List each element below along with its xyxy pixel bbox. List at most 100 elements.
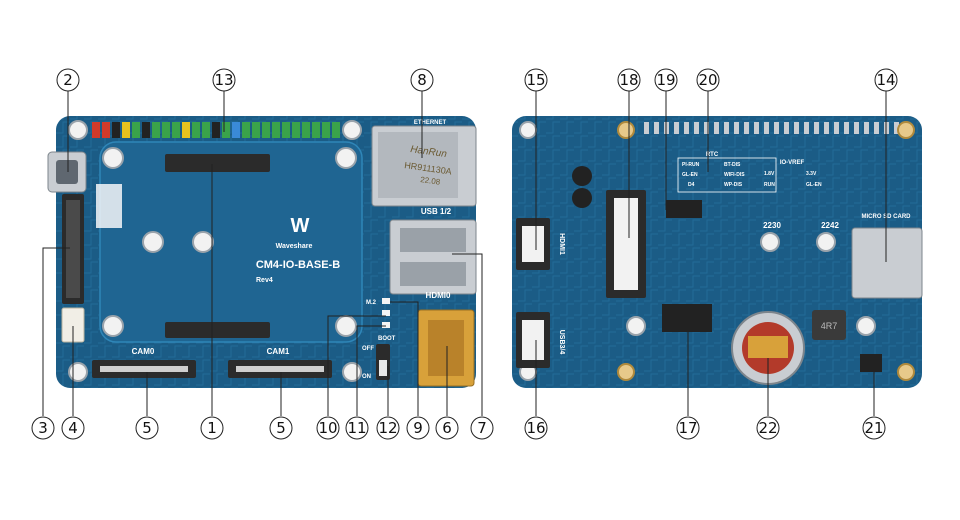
usb12-label: USB 1/2: [421, 207, 452, 216]
callout-11: 11: [345, 416, 369, 440]
gpio-pin: [102, 122, 110, 138]
callout-12: 12: [376, 416, 400, 440]
callout-6: 6: [435, 416, 459, 440]
gpio-pin: [122, 122, 130, 138]
gpio-pin: [172, 122, 180, 138]
callout-leaders: [42, 91, 887, 416]
back-header-pin: [654, 122, 659, 134]
gpio-pin: [302, 122, 310, 138]
inductor-label: 4R7: [821, 321, 838, 331]
jack-code: 22.08: [420, 175, 442, 187]
callout-3: 3: [31, 416, 55, 440]
back-header-pin: [814, 122, 819, 134]
m2-led-label: M.2: [366, 300, 377, 306]
board-revision: Rev4: [256, 277, 273, 284]
back-header-pin: [764, 122, 769, 134]
svg-text:17: 17: [678, 419, 697, 437]
callout-1: 1: [200, 416, 224, 440]
back-header-pin: [854, 122, 859, 134]
svg-text:3: 3: [38, 419, 48, 437]
callout-13: 13: [212, 68, 236, 92]
gpio-pin: [242, 122, 250, 138]
back-header-pin: [704, 122, 709, 134]
cam1-label: CAM1: [267, 347, 290, 356]
cm4-connector-top: [165, 154, 270, 172]
gpio-pin: [192, 122, 200, 138]
svg-text:7: 7: [477, 419, 487, 437]
gpio-pin: [202, 122, 210, 138]
svg-text:5: 5: [142, 419, 152, 437]
cm4-connector-bottom: [165, 322, 270, 338]
svg-text:16: 16: [526, 419, 545, 437]
callout-7: 7: [470, 416, 494, 440]
svg-text:12: 12: [378, 419, 397, 437]
front-board: W Waveshare CM4-IO-BASE-B Rev4 CAM0 CAM1…: [47, 116, 477, 388]
callout-5b: 5: [269, 416, 293, 440]
callout-8: 8: [410, 68, 434, 92]
on-label: ON: [362, 374, 371, 380]
gpio-pin: [92, 122, 100, 138]
callout-5a: 5: [135, 416, 159, 440]
back-header-pin: [644, 122, 649, 134]
gpio-pin: [162, 122, 170, 138]
hdmi1-label: HDMI1: [558, 233, 565, 255]
gpio-pin: [272, 122, 280, 138]
microsd-slot: [851, 227, 923, 299]
callout-15: 15: [524, 68, 548, 92]
svg-text:4: 4: [68, 419, 78, 437]
usb-hub-chip: [662, 304, 712, 332]
back-header-pin: [674, 122, 679, 134]
svg-text:20: 20: [698, 71, 717, 89]
back-header-pin: [724, 122, 729, 134]
callout-2: 2: [56, 68, 80, 92]
back-header-pin: [774, 122, 779, 134]
svg-text:18: 18: [619, 71, 638, 89]
d4-label: D4: [688, 182, 695, 188]
m2-2242-label: 2242: [821, 221, 839, 230]
callout-9: 9: [406, 416, 430, 440]
back-mounting-holes: [617, 121, 915, 381]
callout-10: 10: [316, 416, 340, 440]
callout-16: 16: [524, 416, 548, 440]
gpio-pin: [282, 122, 290, 138]
usb34-label: USB3/4: [558, 330, 565, 355]
svg-text:9: 9: [413, 419, 423, 437]
back-header-pin: [744, 122, 749, 134]
wp-dis-label: WP-DIS: [724, 182, 743, 188]
gl-en2-label: GL-EN: [806, 182, 822, 188]
svg-text:14: 14: [876, 71, 895, 89]
back-header-pin: [784, 122, 789, 134]
m2-2230-label: 2230: [763, 221, 781, 230]
callout-19: 19: [654, 68, 678, 92]
io-vref-label: IO-VREF: [780, 160, 805, 166]
callout-4: 4: [61, 416, 85, 440]
callouts: 2 13 8 15 18 19 20 14 3 4 5 1 5 10 11 12…: [31, 68, 898, 440]
back-header-pin: [694, 122, 699, 134]
gl-en-label: GL-EN: [682, 172, 698, 178]
pi-run-label: PI-RUN: [682, 162, 700, 168]
back-header-pin: [834, 122, 839, 134]
svg-text:19: 19: [656, 71, 675, 89]
run-label: RUN: [764, 182, 775, 188]
back-header-pin: [824, 122, 829, 134]
rtc-label: RTC: [706, 152, 719, 158]
back-header-pin: [804, 122, 809, 134]
callout-22: 22: [756, 416, 780, 440]
svg-text:8: 8: [417, 71, 427, 89]
callout-21: 21: [862, 416, 886, 440]
boot-label: BOOT: [378, 336, 396, 342]
gpio-pin: [292, 122, 300, 138]
back-header-pin: [844, 122, 849, 134]
gpio-pin: [142, 122, 150, 138]
cam0-label: CAM0: [132, 347, 155, 356]
board-title: CM4-IO-BASE-B: [256, 259, 340, 271]
back-header-pin: [864, 122, 869, 134]
gpio-pin: [252, 122, 260, 138]
gpio-pin: [132, 122, 140, 138]
back-header-pin: [894, 122, 899, 134]
gpio-pin: [182, 122, 190, 138]
svg-text:13: 13: [214, 71, 233, 89]
svg-text:1: 1: [207, 419, 217, 437]
ethernet-label: ETHERNET: [414, 120, 447, 126]
